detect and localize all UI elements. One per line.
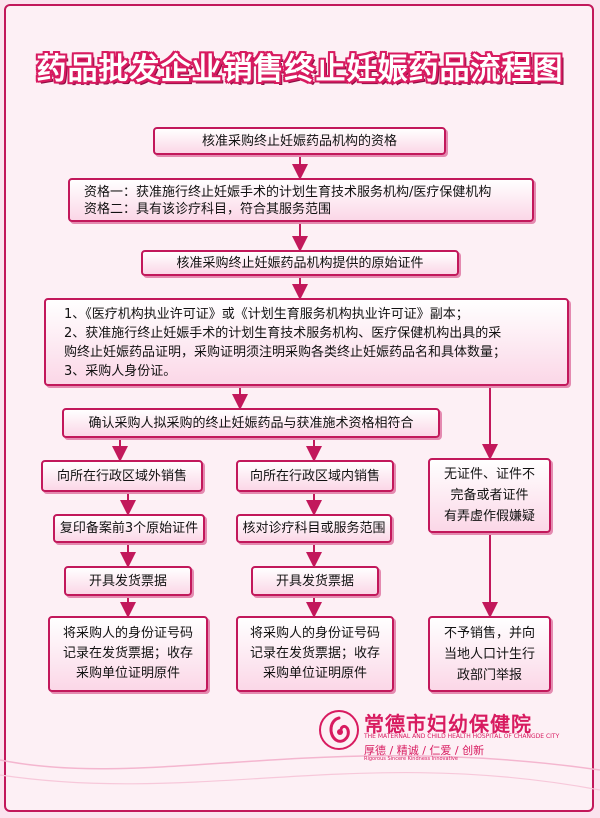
node-qualification: 资格一：获准施行终止妊娠手术的计划生育技术服务机构/医疗保健机构 资格二：具有该…	[68, 178, 534, 222]
decorative-wave	[0, 772, 600, 791]
record-mid-line-2: 记录在发货票据；收存	[249, 646, 380, 661]
node-invoice-left: 开具发货票据	[64, 566, 192, 596]
record-mid-line-1: 将采购人的身份证号码	[249, 626, 380, 641]
record-left-line-3: 采购单位证明原件	[75, 666, 180, 681]
node-check-scope: 核对诊疗科目或服务范围	[236, 514, 392, 543]
record-mid-line-3: 采购单位证明原件	[262, 666, 367, 681]
node-copy-docs: 复印备案前3个原始证件	[53, 514, 205, 543]
refuse-report-line-3: 政部门举报	[456, 667, 522, 683]
suspicion-line-3: 有弄虚作假嫌疑	[443, 509, 535, 524]
node-record-left: 将采购人的身份证号码 记录在发货票据；收存 采购单位证明原件	[48, 616, 208, 692]
suspicion-line-1: 无证件、证件不	[443, 467, 535, 482]
documents-line-1: 1、《医疗机构执业许可证》或《计划生育服务机构执业许可证》副本；	[64, 307, 469, 322]
node-copy-docs-label: 复印备案前3个原始证件	[59, 521, 199, 536]
record-left-line-2: 记录在发货票据；收存	[62, 646, 193, 661]
qualification-line-1: 资格一：获准施行终止妊娠手术的计划生育技术服务机构/医疗保健机构	[84, 185, 492, 200]
node-invoice-mid: 开具发货票据	[251, 566, 379, 596]
hospital-emblem-icon	[319, 710, 359, 750]
hospital-logo: 常德市妇幼保健院 THE MATERNAL AND CHILD HEALTH H…	[318, 706, 578, 762]
documents-line-3: 购终止妊娠药品证明，采购证明须注明采购各类终止妊娠药品名和具体数量；	[64, 345, 507, 360]
hospital-name: 常德市妇幼保健院	[364, 712, 532, 736]
node-check-scope-label: 核对诊疗科目或服务范围	[242, 521, 386, 536]
node-outside-region: 向所在行政区域外销售	[41, 460, 203, 492]
decorative-wave	[0, 754, 600, 771]
page-title: 药品批发企业销售终止妊娠药品流程图	[36, 52, 564, 87]
node-invoice-mid-label: 开具发货票据	[275, 573, 354, 589]
node-outside-region-label: 向所在行政区域外销售	[56, 468, 187, 484]
node-verify-org-label: 核准采购终止妊娠药品机构的资格	[201, 133, 397, 149]
node-inside-region: 向所在行政区域内销售	[236, 460, 394, 492]
node-inside-region-label: 向所在行政区域内销售	[249, 468, 380, 484]
hospital-motto-english: Rigorous Sincere Kindness Innovative	[364, 756, 458, 762]
documents-line-4: 3、采购人身份证。	[64, 364, 177, 379]
hospital-motto: 厚德 / 精诚 / 仁爱 / 创新	[364, 744, 485, 757]
suspicion-line-2: 完备或者证件	[450, 488, 529, 503]
node-verify-org: 核准采购终止妊娠药品机构的资格	[153, 127, 446, 155]
node-suspicion: 无证件、证件不 完备或者证件 有弄虚作假嫌疑	[428, 458, 551, 533]
refuse-report-line-1: 不予销售，并向	[443, 625, 535, 641]
node-verify-docs: 核准采购终止妊娠药品机构提供的原始证件	[141, 250, 459, 276]
node-confirm-label: 确认采购人拟采购的终止妊娠药品与获准施术资格相符合	[88, 415, 414, 431]
node-documents: 1、《医疗机构执业许可证》或《计划生育服务机构执业许可证》副本； 2、获准施行终…	[44, 298, 569, 386]
refuse-report-line-2: 当地人口计生行	[443, 646, 535, 662]
node-refuse-report: 不予销售，并向 当地人口计生行 政部门举报	[428, 616, 551, 692]
documents-line-2: 2、获准施行终止妊娠手术的计划生育技术服务机构、医疗保健机构出具的采	[64, 326, 502, 341]
qualification-line-2: 资格二：具有该诊疗科目，符合其服务范围	[84, 202, 332, 217]
node-invoice-left-label: 开具发货票据	[88, 573, 167, 589]
hospital-english-name: THE MATERNAL AND CHILD HEALTH HOSPITAL O…	[364, 733, 560, 740]
node-confirm: 确认采购人拟采购的终止妊娠药品与获准施术资格相符合	[62, 408, 440, 438]
record-left-line-1: 将采购人的身份证号码	[62, 626, 193, 641]
node-verify-docs-label: 核准采购终止妊娠药品机构提供的原始证件	[176, 255, 424, 271]
node-record-mid: 将采购人的身份证号码 记录在发货票据；收存 采购单位证明原件	[236, 616, 394, 692]
